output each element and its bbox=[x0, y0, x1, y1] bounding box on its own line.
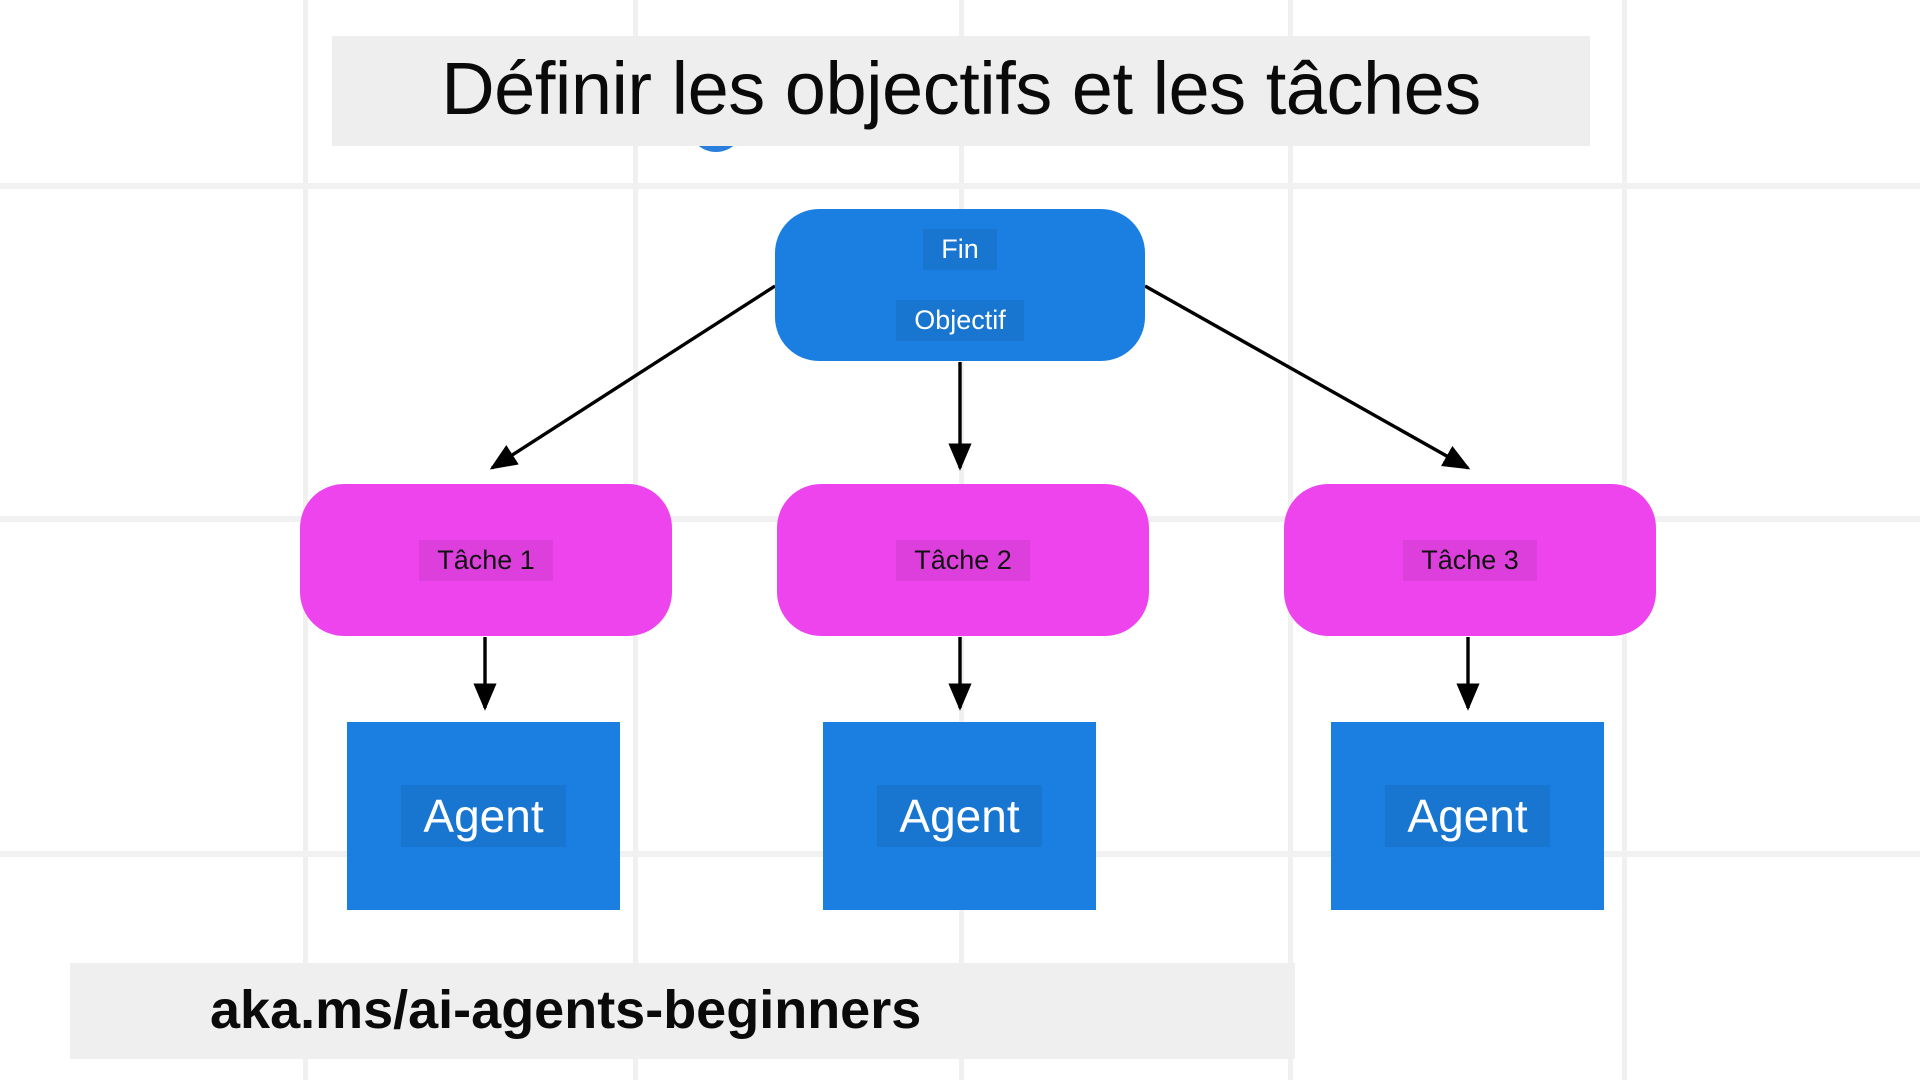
footer-link[interactable]: aka.ms/ai-agents-beginners bbox=[210, 980, 922, 1040]
node-task-2-label: Tâche 2 bbox=[896, 539, 1030, 581]
node-goal[interactable]: Fin Objectif bbox=[775, 209, 1145, 361]
node-agent-2-label: Agent bbox=[877, 785, 1042, 847]
node-agent-3-label: Agent bbox=[1385, 785, 1550, 847]
node-goal-label-fin: Fin bbox=[923, 229, 997, 270]
page-title: Définir les objectifs et les tâches bbox=[441, 47, 1481, 130]
node-task-1[interactable]: Tâche 1 bbox=[300, 484, 672, 636]
gridline-horizontal bbox=[0, 183, 1920, 189]
node-agent-1-label: Agent bbox=[401, 785, 566, 847]
page-title-banner: Définir les objectifs et les tâches bbox=[332, 36, 1590, 146]
node-goal-label-objectif: Objectif bbox=[896, 300, 1024, 341]
node-task-2[interactable]: Tâche 2 bbox=[777, 484, 1149, 636]
node-agent-3[interactable]: Agent bbox=[1331, 722, 1604, 910]
node-agent-2[interactable]: Agent bbox=[823, 722, 1096, 910]
node-task-1-label: Tâche 1 bbox=[419, 539, 553, 581]
node-agent-1[interactable]: Agent bbox=[347, 722, 620, 910]
footer-banner: aka.ms/ai-agents-beginners bbox=[70, 963, 1295, 1059]
node-task-3[interactable]: Tâche 3 bbox=[1284, 484, 1656, 636]
node-task-3-label: Tâche 3 bbox=[1403, 539, 1537, 581]
